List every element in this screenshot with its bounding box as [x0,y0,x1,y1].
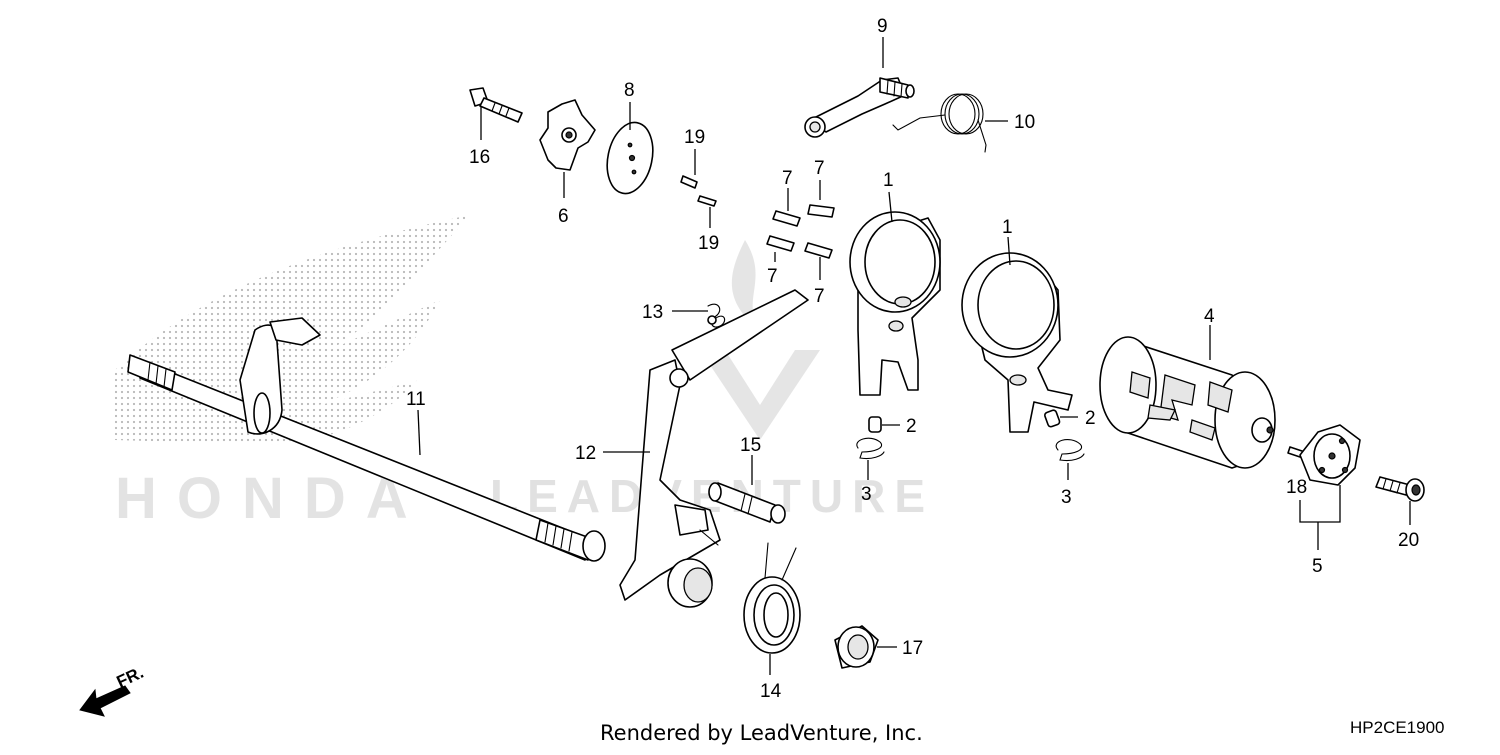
callout-1-right-fork: 1 [1002,217,1013,238]
drum-stopper-arm [804,77,915,138]
oil-seal [834,625,879,669]
stopper-pin [708,482,786,524]
callout-10-spring: 10 [1014,112,1035,133]
cotter-clip-right [1055,439,1085,462]
callout-15-stopper-pin: 15 [740,435,761,456]
pin-pair [680,175,717,207]
gearshift-spindle [127,317,606,562]
callout-8-plate: 8 [624,80,635,101]
credit-footer: Rendered by LeadVenture, Inc. [600,721,923,745]
drum-plate [606,121,654,195]
callout-16-bolt: 16 [469,147,490,168]
callout-17-oil-seal: 17 [902,638,923,659]
fork-pin-right [1044,409,1061,428]
callout-18-dowel: 18 [1286,477,1307,498]
callout-2-left-pin: 2 [906,416,917,437]
diagram-code: HP2CE1900 [1350,718,1445,737]
callout-4-drum: 4 [1204,306,1215,327]
callout-7-pin-a: 7 [782,168,793,189]
front-direction-arrow: FR. [79,663,147,717]
callout-6-stopper-plate: 6 [558,206,569,227]
shift-drum [1099,336,1276,469]
leader-lines [417,37,1411,675]
callout-14-return-spring: 14 [760,681,782,702]
callout-20-socket-bolt: 20 [1398,530,1419,551]
callout-13-small-spring: 13 [642,302,663,323]
fork-guide-pins [766,204,835,259]
front-arrow-label: FR. [114,663,147,692]
spindle-return-spring [743,542,801,654]
callout-7-pin-b: 7 [814,158,825,179]
callout-2-right-pin: 2 [1085,408,1096,429]
shift-drum-segment [1299,424,1361,486]
callout-12-shift-arm: 12 [575,443,596,464]
arm-return-spring [707,303,726,328]
shift-drum-stopper-plate [539,99,596,171]
shift-arm [619,289,809,608]
callout-5-segment: 5 [1312,556,1323,577]
leadventure-logo-watermark [700,240,820,440]
hex-bolt-left [469,87,523,123]
callout-3-left-clip: 3 [861,484,872,505]
callout-3-right-clip: 3 [1061,487,1072,508]
honda-brand-watermark: HONDA [115,466,428,531]
callout-11-spindle: 11 [406,389,426,410]
callout-19-pin-lower: 19 [698,233,719,254]
shift-fork-left [849,211,941,396]
callout-7-pin-d: 7 [814,286,825,307]
callout-19-pin-upper: 19 [684,127,705,148]
fork-pin-left [868,416,882,433]
stopper-arm-spring [892,93,987,153]
callout-labels: 1 1 2 2 3 3 4 5 6 7 7 7 7 8 9 10 11 12 1… [406,16,1419,702]
callout-7-pin-c: 7 [767,266,778,287]
callout-9-stopper-arm: 9 [877,16,888,37]
shift-fork-right [961,252,1073,433]
cotter-clip-left [856,437,885,460]
callout-1-left-fork: 1 [883,170,894,191]
socket-bolt [1375,476,1425,502]
